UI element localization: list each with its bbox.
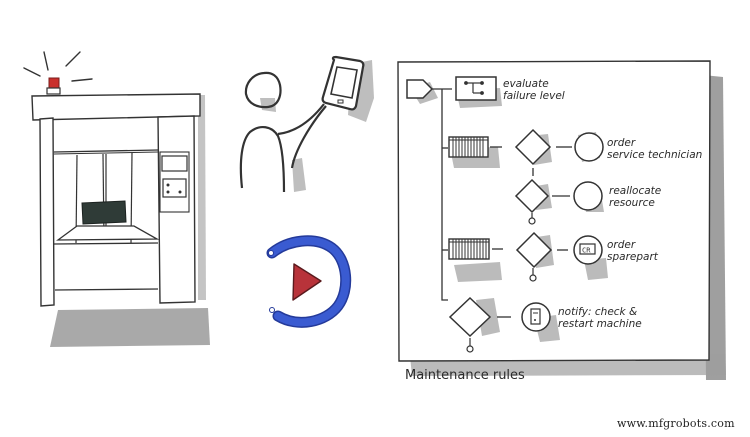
label-line: order bbox=[607, 239, 636, 251]
label-line: reallocate bbox=[609, 185, 662, 197]
label-line: evaluate bbox=[503, 78, 549, 90]
panel-caption: Maintenance rules bbox=[405, 368, 525, 383]
step-label-evaluate: evaluate failure level bbox=[503, 78, 565, 102]
machine-illustration bbox=[0, 0, 220, 360]
svg-text:CR: CR bbox=[582, 247, 591, 255]
label-line: restart machine bbox=[558, 318, 642, 330]
person-with-tablet-icon bbox=[239, 55, 374, 193]
step-label-notify: notify: check & restart machine bbox=[558, 306, 642, 330]
watermark: www.mfgrobots.com bbox=[617, 417, 735, 430]
label-line: service technician bbox=[607, 149, 703, 161]
label-line: failure level bbox=[503, 90, 565, 102]
step-label-order-sparepart: order sparepart bbox=[607, 239, 658, 263]
play-cycle-icon bbox=[266, 235, 352, 328]
cycle-illustration bbox=[240, 220, 370, 350]
label-line: resource bbox=[609, 197, 655, 209]
step-label-reallocate: reallocate resource bbox=[609, 185, 661, 209]
machine-icon bbox=[23, 51, 210, 347]
rules-flowchart: CR bbox=[397, 60, 726, 380]
label-line: notify: check & bbox=[558, 306, 638, 318]
maintenance-rules-panel: CR evaluate failure level order service … bbox=[390, 50, 750, 395]
step-label-order-technician: order service technician bbox=[607, 137, 702, 161]
label-line: sparepart bbox=[607, 251, 658, 263]
label-line: order bbox=[607, 137, 636, 149]
operator-illustration bbox=[220, 40, 390, 200]
